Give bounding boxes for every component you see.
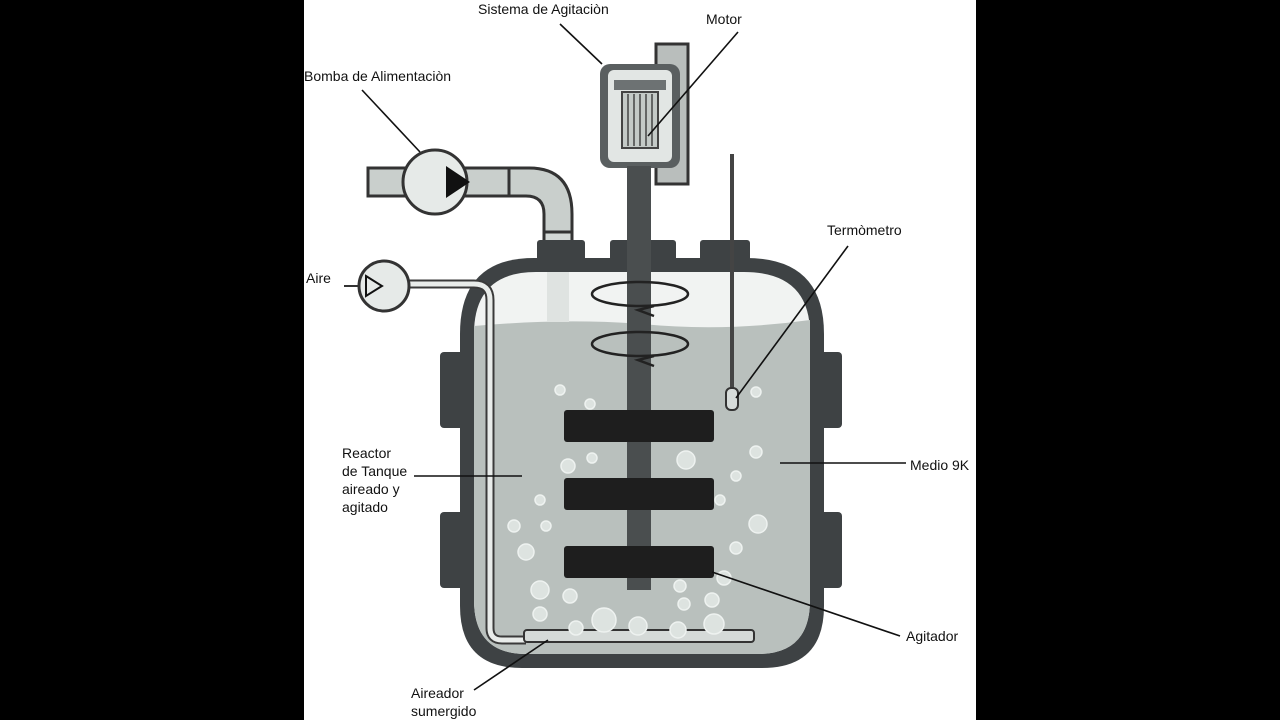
label-medio: Medio 9K: [910, 457, 970, 473]
feed-pump: [401, 148, 470, 216]
agitator-paddles: [564, 410, 714, 578]
label-reactor: Reactor de Tanque aireado y agitado: [342, 445, 408, 515]
label-aire: Aire: [306, 270, 331, 286]
thermometer: [725, 154, 739, 411]
rotation-arrows: [590, 280, 690, 368]
label-termometro: Termòmetro: [827, 222, 902, 238]
motor: [600, 64, 680, 168]
air-pump: [357, 259, 411, 313]
label-aireador: Aireador sumergido: [411, 685, 477, 719]
label-motor: Motor: [706, 11, 742, 27]
feed-pipe-inlet: [547, 272, 569, 322]
diagram-panel: Sistema de Agitaciòn Motor Bomba de Alim…: [304, 0, 976, 720]
leader-lines: [361, 23, 906, 691]
label-agitador: Agitador: [906, 628, 959, 644]
bioreactor-diagram: [344, 23, 906, 691]
label-sistema-agitacion: Sistema de Agitaciòn: [478, 1, 609, 17]
label-bomba-alimentacion: Bomba de Alimentaciòn: [304, 68, 452, 84]
agitator-shaft: [627, 166, 651, 590]
